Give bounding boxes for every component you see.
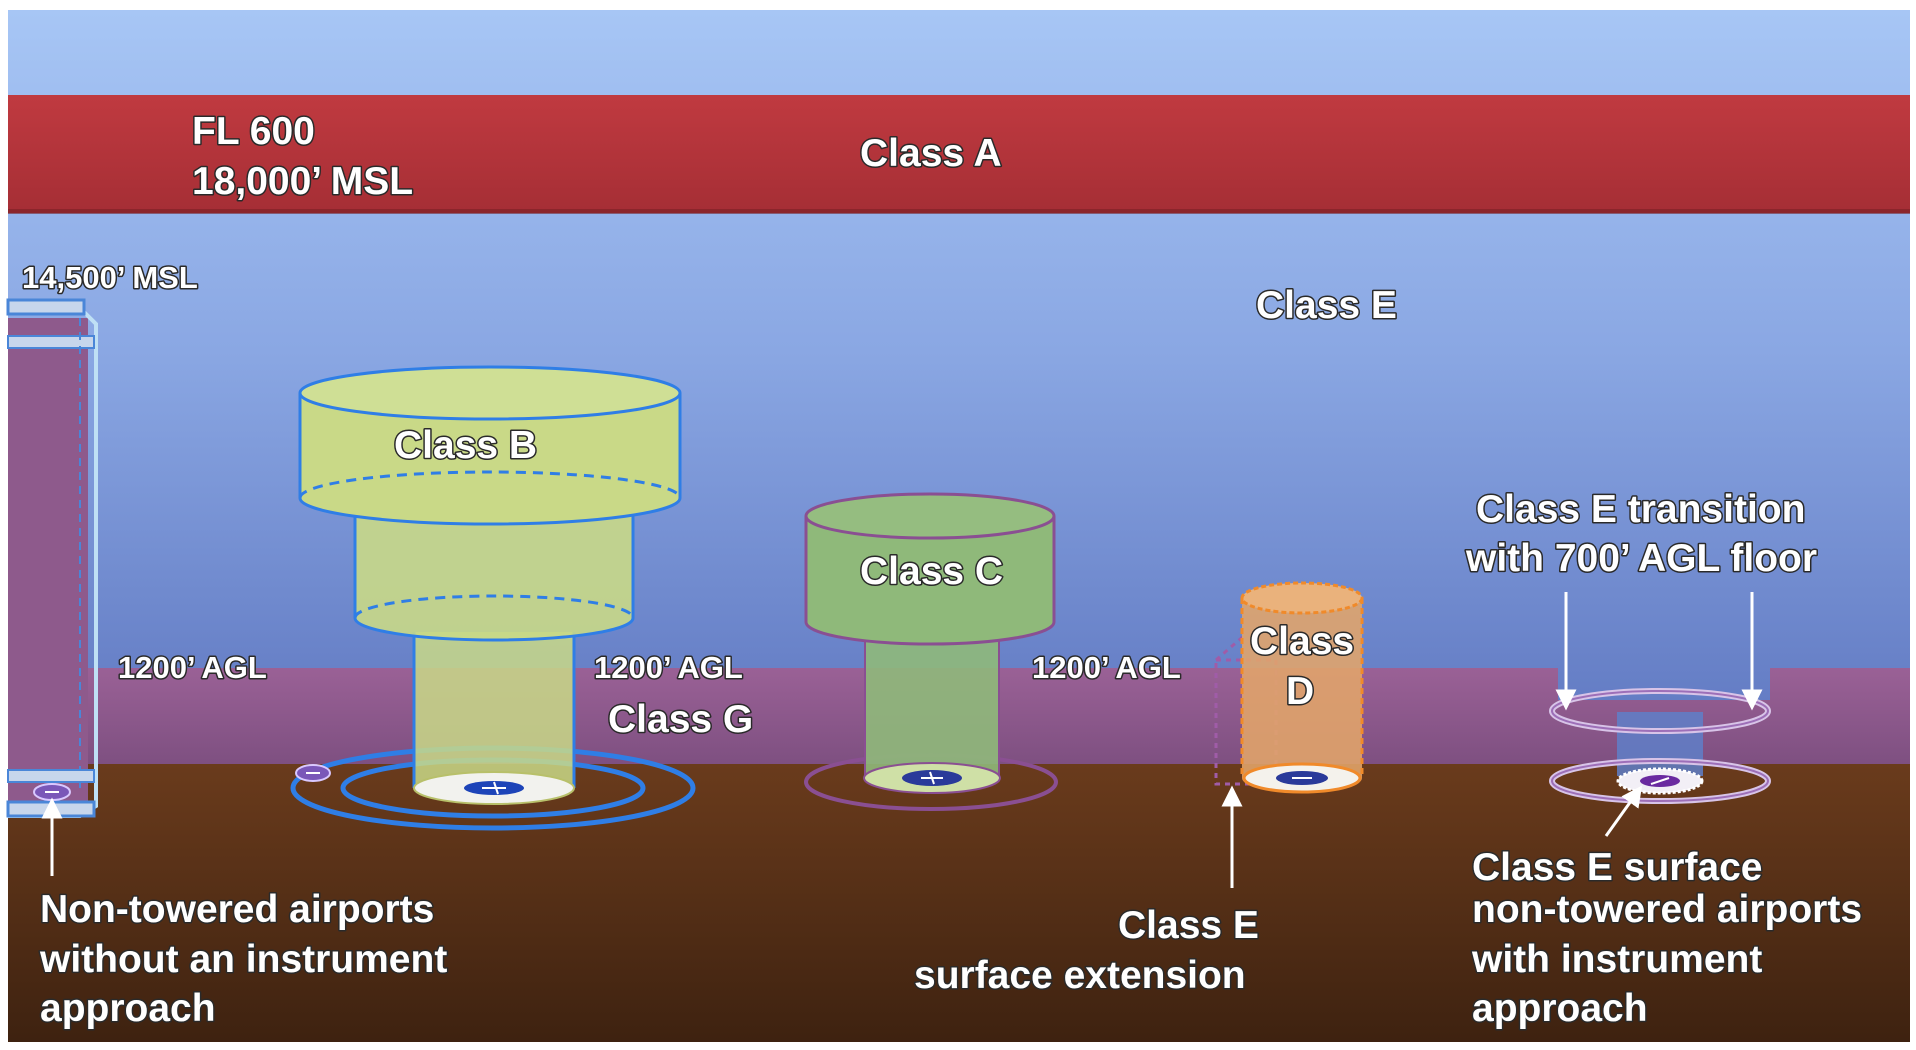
transition-label-line2: with 700’ AGL floor xyxy=(1465,537,1817,580)
non-towered-label-line3: approach xyxy=(40,987,216,1030)
class-e-transition xyxy=(1549,688,1771,804)
class-a-top-label: FL 600 xyxy=(192,110,315,153)
agl-1200-right-label: 1200’ AGL xyxy=(1032,650,1181,685)
surface-e-label-line3: with instrument xyxy=(1471,938,1762,981)
class-g-column xyxy=(6,298,98,818)
class-c-airspace xyxy=(804,492,1058,811)
class-a-label: Class A xyxy=(860,132,1002,175)
transition-label-line1: Class E transition xyxy=(1476,488,1805,531)
class-a-band xyxy=(8,95,1910,213)
surface-e-label-line1: Class E surface xyxy=(1472,846,1763,889)
surface-extension-label-line2: surface extension xyxy=(914,954,1246,997)
class-a-bottom-label: 18,000’ MSL xyxy=(192,160,413,203)
class-d-label-line1: Class xyxy=(1250,620,1354,663)
class-d-label-line2: D xyxy=(1286,670,1314,713)
class-d-airspace xyxy=(1214,581,1364,794)
surface-e-label-line2: non-towered airports xyxy=(1472,888,1862,931)
annotation-arrows xyxy=(41,592,1763,888)
class-c-label: Class C xyxy=(860,550,1003,593)
class-b-label: Class B xyxy=(394,424,537,467)
non-towered-label-line2: without an instrument xyxy=(39,938,447,981)
surface-e-label-line4: approach xyxy=(1472,987,1648,1030)
msl-14500-label: 14,500’ MSL xyxy=(22,260,198,295)
surface-extension-label-line1: Class E xyxy=(1118,904,1259,947)
non-towered-label-line1: Non-towered airports xyxy=(40,888,434,931)
class-b-airspace xyxy=(290,365,696,831)
agl-1200-left-label: 1200’ AGL xyxy=(118,650,267,685)
agl-1200-middle-label: 1200’ AGL xyxy=(594,650,743,685)
class-g-label: Class G xyxy=(608,698,753,741)
class-e-label: Class E xyxy=(1256,284,1397,327)
